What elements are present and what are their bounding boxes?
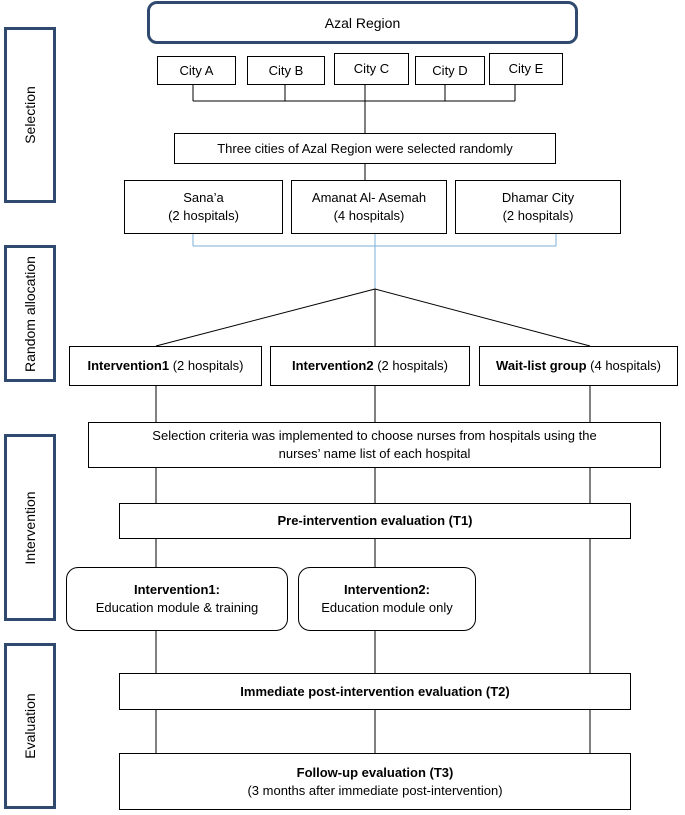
stage-label: Evaluation bbox=[22, 693, 38, 759]
followup-box: Follow-up evaluation (T3) (3 months after… bbox=[119, 753, 631, 810]
stage-random-allocation: Random allocation bbox=[4, 245, 56, 382]
selected-city-hospitals: (2 hospitals) bbox=[168, 208, 239, 223]
stage-intervention: Intervention bbox=[4, 434, 56, 621]
selected-city-box: Sana’a (2 hospitals) bbox=[124, 180, 283, 234]
region-title: Azal Region bbox=[147, 1, 578, 44]
followup-desc: (3 months after immediate post-intervent… bbox=[247, 782, 503, 798]
criteria-line: Selection criteria was implemented to ch… bbox=[152, 428, 597, 444]
intervention-desc: Education module & training bbox=[95, 600, 259, 615]
selected-city-name: Sana’a bbox=[183, 190, 224, 206]
city-label: City C bbox=[353, 61, 390, 77]
pre-eval-box: Pre-intervention evaluation (T1) bbox=[119, 503, 631, 539]
city-label: City A bbox=[179, 62, 214, 78]
selected-city-name: Dhamar City bbox=[501, 190, 575, 206]
city-box: City C bbox=[334, 53, 409, 85]
stage-selection: Selection bbox=[4, 27, 56, 203]
criteria-line: nurses’ name list of each hospital bbox=[278, 446, 471, 461]
selected-city-name: Amanat Al- Asemah bbox=[311, 190, 427, 206]
group-name: Intervention1 bbox=[87, 358, 170, 374]
city-box: City A bbox=[157, 56, 236, 85]
selected-city-box: Amanat Al- Asemah (4 hospitals) bbox=[291, 180, 447, 234]
stage-label: Random allocation bbox=[22, 255, 38, 372]
group-name: Intervention2 bbox=[291, 358, 374, 374]
region-title-text: Azal Region bbox=[324, 14, 401, 31]
stage-label: Intervention bbox=[22, 490, 38, 565]
selection-note: Three cities of Azal Region were selecte… bbox=[217, 140, 513, 156]
intervention-title: Intervention2: bbox=[344, 582, 430, 598]
group-name: Wait-list group bbox=[496, 358, 587, 374]
group-box: Wait-list group (4 hospitals) bbox=[479, 346, 678, 386]
connector bbox=[374, 288, 591, 347]
connector bbox=[155, 288, 376, 347]
followup-title: Follow-up evaluation (T3) bbox=[296, 764, 454, 780]
group-box: Intervention2 (2 hospitals) bbox=[270, 346, 470, 386]
group-box: Intervention1 (2 hospitals) bbox=[69, 346, 262, 386]
post-eval-box: Immediate post-intervention evaluation (… bbox=[119, 673, 631, 710]
group-detail: (2 hospitals) bbox=[373, 358, 449, 374]
city-box: City B bbox=[247, 56, 325, 85]
intervention-title: Intervention1: bbox=[134, 582, 220, 598]
pre-eval-label: Pre-intervention evaluation (T1) bbox=[277, 513, 473, 529]
criteria-box: Selection criteria was implemented to ch… bbox=[88, 422, 661, 468]
selection-note-box: Three cities of Azal Region were selecte… bbox=[174, 133, 556, 164]
city-box: City E bbox=[489, 53, 563, 85]
intervention-box: Intervention2: Education module only bbox=[298, 567, 476, 631]
selected-city-box: Dhamar City (2 hospitals) bbox=[455, 180, 621, 234]
selected-city-hospitals: (2 hospitals) bbox=[502, 208, 574, 223]
stage-evaluation: Evaluation bbox=[4, 643, 56, 809]
intervention-desc: Education module only bbox=[321, 600, 453, 615]
group-detail: (2 hospitals) bbox=[169, 358, 244, 374]
city-label: City E bbox=[508, 61, 544, 77]
post-eval-label: Immediate post-intervention evaluation (… bbox=[240, 683, 510, 699]
group-detail: (4 hospitals) bbox=[586, 358, 661, 374]
city-box: City D bbox=[415, 56, 485, 85]
selected-city-hospitals: (4 hospitals) bbox=[333, 208, 405, 223]
stage-label: Selection bbox=[22, 86, 38, 144]
city-label: City B bbox=[268, 62, 304, 78]
city-label: City D bbox=[432, 62, 468, 78]
intervention-box: Intervention1: Education module & trainin… bbox=[66, 567, 288, 631]
